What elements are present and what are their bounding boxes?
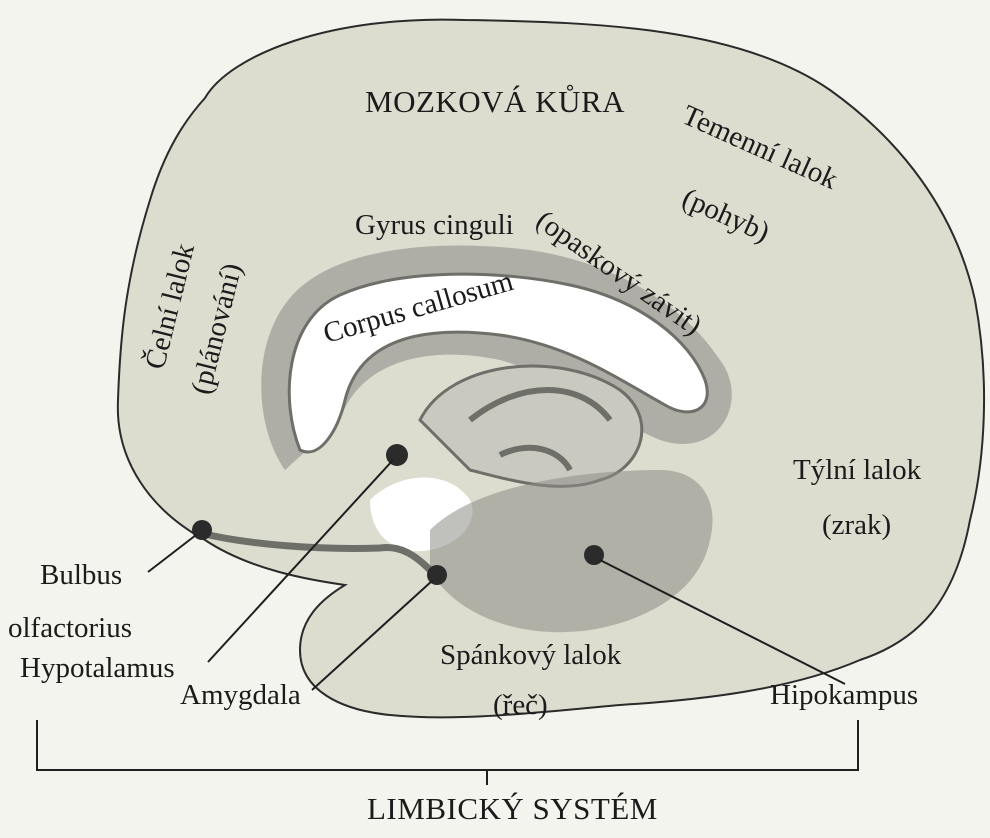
temporal-label-1: Spánkový lalok (440, 640, 621, 672)
bulbus-label-1: Bulbus (40, 560, 122, 592)
cortex-label: MOZKOVÁ KŮRA (365, 85, 625, 119)
temporal-label-2: (řeč) (493, 690, 548, 722)
hypothalamus-label: Hypotalamus (20, 653, 175, 685)
amygdala-label: Amygdala (180, 680, 301, 712)
occipital-label-1: Týlní lalok (793, 455, 921, 487)
hippocampus-dot (584, 545, 604, 565)
occipital-label-2: (zrak) (822, 510, 891, 542)
bulbus-label-2: olfactorius (8, 613, 132, 645)
bulbus-leader (148, 535, 196, 572)
hippocampus-label: Hipokampus (770, 680, 918, 712)
limbic-bracket (37, 720, 858, 785)
limbic-system-label: LIMBICKÝ SYSTÉM (367, 792, 658, 826)
cingulate-label: Gyrus cinguli (355, 210, 514, 242)
